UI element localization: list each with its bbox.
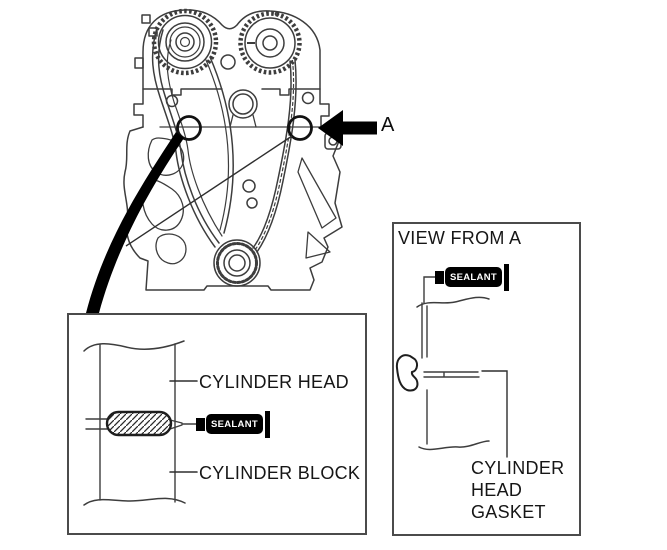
- sealant-bead-section: [105, 410, 173, 437]
- sealant-tube-nozzle-icon: [435, 270, 444, 284]
- view-from-a-box: [392, 222, 581, 536]
- thin-leader-line: [125, 135, 293, 247]
- sealant-tube-icon: SEALANT: [196, 410, 270, 438]
- cylinder-head-label: CYLINDER HEAD: [199, 372, 349, 392]
- arrow-a-label: A: [381, 114, 395, 136]
- sealant-tube-nozzle-icon: [196, 417, 205, 431]
- sealant-tube-crimp-icon: [264, 410, 270, 438]
- cylinder-head-gasket-label: CYLINDER HEAD GASKET: [471, 458, 565, 522]
- view-from-a-title: VIEW FROM A: [398, 228, 522, 248]
- joint-detail-box: [67, 313, 367, 535]
- sealant-bead-profile: [395, 354, 419, 392]
- sealant-tube-label: SEALANT: [445, 267, 502, 287]
- sealant-tube-icon: SEALANT: [435, 263, 509, 291]
- thick-leader-swoosh: [86, 132, 184, 313]
- sealant-tube-crimp-icon: [503, 263, 509, 291]
- sealant-tube-label: SEALANT: [206, 414, 263, 434]
- camshaft-sprockets: [151, 8, 302, 76]
- joint-section-art: [83, 340, 198, 506]
- sealant-point-callout-circles: [176, 115, 313, 141]
- view-from-a-art: [395, 276, 508, 458]
- view-a-arrow: [318, 110, 377, 146]
- cylinder-block-label: CYLINDER BLOCK: [199, 463, 361, 483]
